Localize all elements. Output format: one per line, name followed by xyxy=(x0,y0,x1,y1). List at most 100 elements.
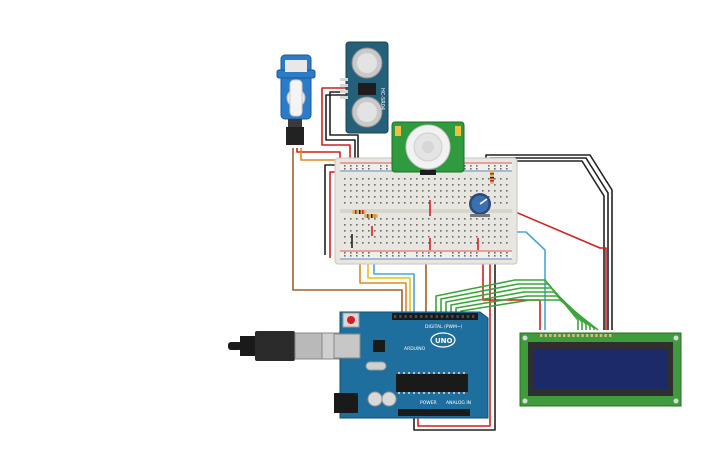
hole xyxy=(394,315,397,318)
hole xyxy=(386,252,388,254)
hole xyxy=(434,252,436,254)
hole xyxy=(500,218,502,220)
hole xyxy=(392,224,394,226)
hole xyxy=(380,242,382,244)
hole xyxy=(374,230,376,232)
hole xyxy=(434,184,436,186)
hole xyxy=(464,168,466,170)
hole xyxy=(476,224,478,226)
hole xyxy=(458,230,460,232)
hole xyxy=(422,196,424,198)
hole xyxy=(410,230,412,232)
wire-pot-red xyxy=(491,201,607,330)
hole xyxy=(558,334,561,337)
hole xyxy=(488,252,490,254)
hole xyxy=(404,236,406,238)
hole xyxy=(368,190,370,192)
hole xyxy=(506,252,508,254)
hole xyxy=(403,372,405,374)
hole xyxy=(418,392,420,394)
micro-servo[interactable] xyxy=(276,54,316,145)
hole xyxy=(404,315,407,318)
hole xyxy=(494,242,496,244)
wire-power-black xyxy=(413,258,496,431)
hole xyxy=(446,190,448,192)
hole xyxy=(399,315,402,318)
hole xyxy=(368,224,370,226)
hole xyxy=(563,334,566,337)
hole xyxy=(356,184,358,186)
hole xyxy=(553,334,557,337)
hole xyxy=(374,178,376,180)
hole xyxy=(446,236,448,238)
hole xyxy=(374,218,376,220)
hole xyxy=(472,315,475,318)
hole xyxy=(452,178,454,180)
wire-sonar-black2 xyxy=(329,91,359,162)
hole xyxy=(440,236,442,238)
hole xyxy=(404,190,406,192)
wire-lcd-green-1 xyxy=(435,279,579,330)
hole xyxy=(344,165,346,167)
hole xyxy=(440,202,442,204)
hole xyxy=(586,334,589,337)
hole xyxy=(374,236,376,238)
hole xyxy=(506,190,508,192)
pir-motion-sensor[interactable] xyxy=(391,121,465,175)
hole xyxy=(392,184,394,186)
hole xyxy=(476,168,478,170)
hole xyxy=(398,196,400,198)
hole xyxy=(428,252,430,254)
hole xyxy=(414,315,418,318)
hole xyxy=(374,224,376,226)
hole xyxy=(428,372,430,374)
hole xyxy=(452,252,454,254)
hole xyxy=(572,334,575,337)
hole xyxy=(506,178,508,180)
lcd-16x2-display[interactable] xyxy=(519,332,682,407)
hole xyxy=(452,242,454,244)
hole xyxy=(380,178,382,180)
hole xyxy=(446,178,448,180)
hole xyxy=(416,184,418,186)
hole xyxy=(398,224,400,226)
hole xyxy=(440,230,442,232)
hole xyxy=(368,236,370,238)
hole xyxy=(440,242,442,244)
arduino-uno-board[interactable]: UNO ARDUINO DIGITAL (PWM~) POWER ANALOG … xyxy=(333,311,489,419)
hole xyxy=(422,190,424,192)
hole xyxy=(434,196,436,198)
hole xyxy=(464,178,466,180)
hole xyxy=(506,168,508,170)
ultrasonic-sensor[interactable]: HC-SR04 xyxy=(340,41,389,134)
hole xyxy=(500,255,502,257)
wire-sonar-black xyxy=(325,94,356,162)
hole xyxy=(494,224,496,226)
hole xyxy=(356,224,358,226)
hole xyxy=(470,230,472,232)
hole xyxy=(408,392,410,394)
hole xyxy=(350,242,352,244)
hole xyxy=(446,202,448,204)
hole xyxy=(356,252,358,254)
hole xyxy=(452,202,454,204)
hole xyxy=(470,242,472,244)
hole xyxy=(374,242,376,244)
hole xyxy=(410,178,412,180)
hole xyxy=(410,202,412,204)
hole xyxy=(428,255,430,257)
hole xyxy=(458,196,460,198)
resistor-3 xyxy=(490,170,494,184)
hole xyxy=(494,165,496,167)
hole xyxy=(458,392,460,394)
wire-lcd-green-3 xyxy=(445,287,587,330)
hole xyxy=(470,168,472,170)
potentiometer[interactable] xyxy=(469,193,491,217)
hole xyxy=(494,218,496,220)
hole xyxy=(500,252,502,254)
hole xyxy=(398,242,400,244)
hole xyxy=(448,392,450,394)
hole xyxy=(500,236,502,238)
hole xyxy=(350,184,352,186)
hole xyxy=(386,218,388,220)
